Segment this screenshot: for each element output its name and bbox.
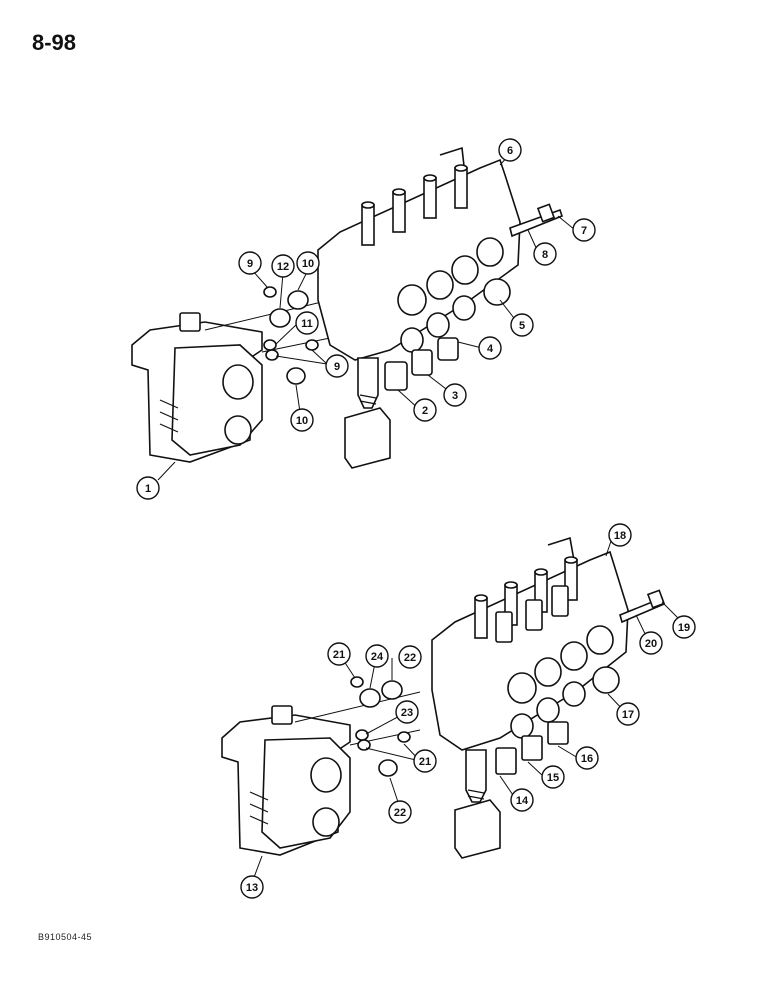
svg-text:10: 10 [296,415,308,427]
seal-24 [359,688,381,708]
bottom-assembly [221,536,666,859]
o-ring-21-lower [357,739,371,751]
svg-text:10: 10 [302,258,314,270]
svg-text:3: 3 [452,390,458,402]
figure-code: B910504-45 [38,932,93,942]
callout-21-upper: 21 [327,642,351,666]
callout-8: 8 [533,242,557,266]
svg-text:1: 1 [145,483,151,495]
o-ring-9-upper [263,286,277,298]
svg-text:11: 11 [301,318,313,330]
callout-20: 20 [639,631,663,655]
callout-21-lower: 21 [413,749,437,773]
svg-text:13: 13 [246,882,258,894]
callout-9-upper: 9 [238,251,262,275]
callout-11: 11 [295,311,319,335]
callout-13: 13 [240,875,264,899]
callout-3: 3 [443,383,467,407]
seals-top [263,286,319,385]
callout-19: 19 [672,615,696,639]
o-ring-9-mid [263,339,277,351]
svg-text:19: 19 [678,622,690,634]
svg-text:14: 14 [516,795,529,807]
svg-text:22: 22 [404,652,416,664]
o-ring-22-lower [378,759,398,777]
callout-17: 17 [616,702,640,726]
callout-10-lower: 10 [290,408,314,432]
top-assembly [131,146,563,469]
o-ring-21-upper [350,676,364,688]
svg-text:17: 17 [622,709,634,721]
inlet-section-top [131,299,331,463]
valve-body-top [317,146,563,469]
seals-bottom [350,676,411,777]
callout-9-lower: 9 [325,354,349,378]
svg-text:18: 18 [614,530,626,542]
callout-18: 18 [608,523,632,547]
o-ring-9-right [305,339,319,351]
callout-12: 12 [271,254,295,278]
svg-text:16: 16 [581,753,593,765]
svg-text:9: 9 [334,361,340,373]
svg-text:2: 2 [422,405,428,417]
callouts: 1 2 3 4 5 6 7 8 9 9 10 10 11 12 13 14 15… [136,138,696,899]
svg-text:12: 12 [277,261,289,273]
o-ring-9-lower [265,349,279,361]
callout-16: 16 [575,746,599,770]
o-ring-21-mid [355,729,369,741]
svg-text:5: 5 [519,320,525,332]
callout-15: 15 [541,765,565,789]
svg-text:7: 7 [581,225,587,237]
o-ring-21-right [397,731,411,743]
svg-text:9: 9 [247,258,253,270]
seal-12 [269,308,291,328]
valve-body-bottom [431,536,666,859]
svg-text:8: 8 [542,249,548,261]
callout-6: 6 [498,138,522,162]
callout-14: 14 [510,788,534,812]
o-ring-10-lower [286,367,306,385]
page-number: 8-98 [32,30,77,55]
svg-text:4: 4 [487,343,494,355]
callout-2: 2 [413,398,437,422]
svg-text:21: 21 [333,649,345,661]
svg-text:6: 6 [507,145,513,157]
svg-text:24: 24 [371,651,384,663]
svg-text:20: 20 [645,638,657,650]
callout-1: 1 [136,476,160,500]
svg-text:15: 15 [547,772,559,784]
o-ring-10-upper [287,290,309,310]
callout-24: 24 [365,644,389,668]
svg-text:23: 23 [401,707,413,719]
callout-22-upper: 22 [398,645,422,669]
callout-7: 7 [572,218,596,242]
callout-23: 23 [395,700,419,724]
svg-text:21: 21 [419,756,431,768]
callout-10-upper: 10 [296,251,320,275]
callout-5: 5 [510,313,534,337]
callout-22-lower: 22 [388,800,412,824]
callout-4: 4 [478,336,502,360]
inlet-section-bottom [221,691,421,856]
svg-text:22: 22 [394,807,406,819]
o-ring-22-upper [381,680,403,700]
